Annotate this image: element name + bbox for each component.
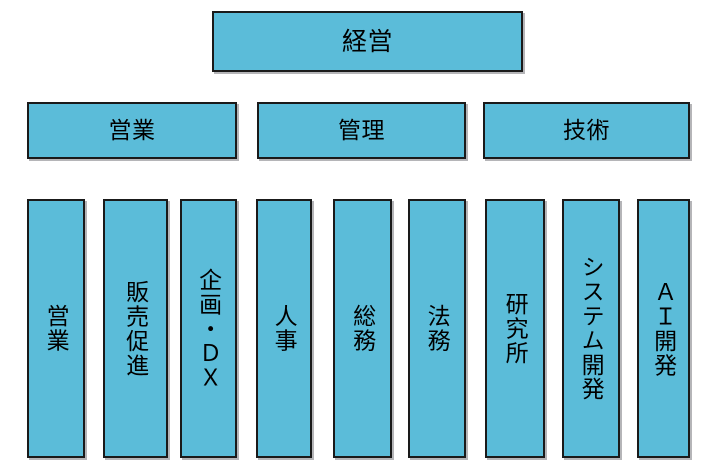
org-node-kenkyujo[interactable]: 研究所 (485, 199, 545, 458)
org-node-eigyo-div[interactable]: 営業 (27, 102, 237, 159)
org-node-gijutsu-div[interactable]: 技術 (483, 102, 690, 159)
org-node-label: 営業 (108, 116, 156, 143)
org-node-label: 人事 (271, 304, 298, 353)
org-node-keiei[interactable]: 経営 (212, 11, 523, 72)
org-node-label: 企画・ＤＸ (195, 267, 222, 390)
org-node-label: 研究所 (502, 291, 529, 366)
org-node-eigyo-dept[interactable]: 営業 (27, 199, 85, 458)
org-node-jinji[interactable]: 人事 (256, 199, 312, 458)
org-node-label: 法務 (424, 304, 451, 353)
org-node-label: 経営 (341, 27, 393, 56)
org-node-ai-kaihatsu[interactable]: ＡＩ開発 (637, 199, 690, 458)
org-node-label: システム開発 (578, 255, 605, 402)
org-node-label: 販売促進 (122, 279, 149, 378)
org-node-kikaku-dx[interactable]: 企画・ＤＸ (180, 199, 237, 458)
org-node-label: 営業 (43, 304, 70, 353)
org-node-label: 総務 (349, 304, 376, 353)
org-node-homu[interactable]: 法務 (408, 199, 466, 458)
org-node-hanbai-sokushin[interactable]: 販売促進 (103, 199, 168, 458)
org-node-label: ＡＩ開発 (650, 279, 677, 378)
org-node-label: 技術 (563, 116, 610, 143)
org-node-kanri-div[interactable]: 管理 (257, 102, 466, 159)
org-node-system-kaihatsu[interactable]: システム開発 (562, 199, 620, 458)
org-node-somu[interactable]: 総務 (333, 199, 392, 458)
org-node-label: 管理 (338, 116, 385, 143)
